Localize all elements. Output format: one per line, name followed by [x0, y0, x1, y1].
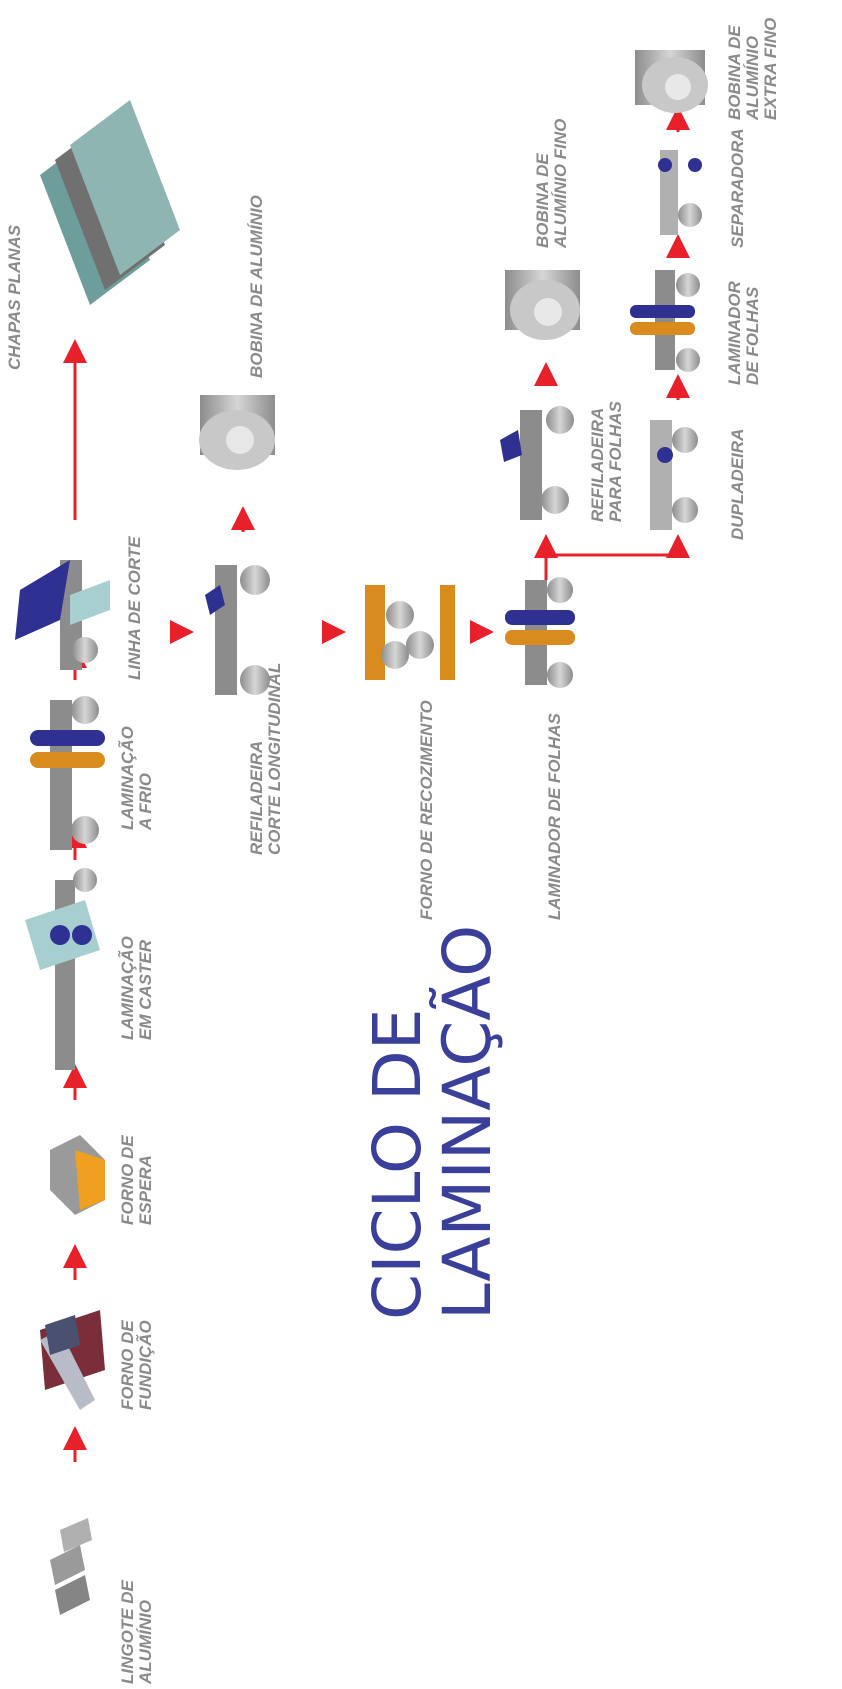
ingot-stack-icon [50, 1518, 92, 1615]
svg-text:BOBINA DE: BOBINA DE [533, 153, 552, 248]
label-chapas: CHAPAS PLANAS [5, 224, 24, 370]
svg-text:ALUMÍNIO: ALUMÍNIO [743, 36, 762, 121]
svg-text:ESPERA: ESPERA [136, 1155, 155, 1225]
svg-text:EM CASTER: EM CASTER [136, 939, 155, 1040]
label-lam-caster: LAMINAÇÃO EM CASTER [117, 936, 155, 1040]
svg-text:EXTRA FINO: EXTRA FINO [761, 18, 780, 120]
slitter-icon [205, 565, 270, 695]
svg-text:LAMINAÇÃO: LAMINAÇÃO [117, 936, 137, 1040]
cold-rolling-mill-icon [30, 696, 105, 850]
svg-text:SEPARADORA: SEPARADORA [728, 128, 747, 248]
svg-text:LINGOTE DE: LINGOTE DE [118, 1579, 137, 1684]
svg-text:BOBINA DE: BOBINA DE [725, 25, 744, 120]
label-lingote: LINGOTE DE ALUMÍNIO [118, 1579, 155, 1685]
title-line-1: CICLO DE [359, 1008, 436, 1320]
svg-text:FORNO DE: FORNO DE [118, 1135, 137, 1225]
aluminum-coil-icon [199, 395, 275, 470]
label-laminador-folhas-2: LAMINADOR DE FOLHAS [725, 280, 762, 385]
label-bobina: BOBINA DE ALUMÍNIO [247, 195, 266, 378]
svg-text:REFILADEIRA: REFILADEIRA [247, 741, 266, 855]
svg-text:FORNO DE RECOZIMENTO: FORNO DE RECOZIMENTO [417, 700, 436, 920]
separator-icon [658, 150, 702, 235]
melting-furnace-icon [40, 1310, 105, 1410]
label-refiladeira-folhas: REFILADEIRA PARA FOLHAS [588, 400, 625, 522]
svg-text:FUNDIÇÃO: FUNDIÇÃO [135, 1320, 155, 1410]
label-bobina-extra: BOBINA DE ALUMÍNIO EXTRA FINO [725, 18, 780, 121]
flat-sheets-icon [40, 100, 180, 305]
svg-text:LAMINADOR: LAMINADOR [725, 280, 744, 385]
diagram-title: CICLO DE LAMINAÇÃO [359, 925, 506, 1320]
label-refiladeira: REFILADEIRA CORTE LONGITUDINAL [247, 663, 284, 855]
doubler-icon [650, 420, 698, 530]
foil-rolling-mill-2-icon [630, 270, 700, 372]
svg-text:LAMINADOR DE FOLHAS: LAMINADOR DE FOLHAS [545, 713, 564, 920]
arrow-branch [544, 534, 690, 580]
label-dupladeira: DUPLADEIRA [728, 429, 747, 540]
foil-rolling-mill-icon [505, 577, 575, 688]
caster-mill-icon [25, 868, 100, 1070]
label-forno-recozimento: FORNO DE RECOZIMENTO [417, 700, 436, 920]
svg-text:ALUMÍNIO FINO: ALUMÍNIO FINO [551, 119, 570, 249]
annealing-furnace-icon [365, 585, 455, 680]
svg-text:CORTE LONGITUDINAL: CORTE LONGITUDINAL [265, 663, 284, 855]
svg-text:PARA FOLHAS: PARA FOLHAS [606, 400, 625, 522]
svg-text:DUPLADEIRA: DUPLADEIRA [728, 429, 747, 540]
svg-text:FORNO DE: FORNO DE [118, 1320, 137, 1410]
svg-text:REFILADEIRA: REFILADEIRA [588, 408, 607, 522]
svg-text:A FRIO: A FRIO [136, 773, 155, 831]
foil-slitter-icon [500, 406, 574, 520]
label-lam-frio: LAMINAÇÃO A FRIO [117, 726, 155, 831]
holding-furnace-icon [50, 1135, 105, 1215]
title-line-2: LAMINAÇÃO [429, 925, 506, 1320]
svg-text:LINHA DE CORTE: LINHA DE CORTE [125, 536, 144, 680]
thin-foil-coil-icon [505, 270, 580, 340]
label-forno-fundicao: FORNO DE FUNDIÇÃO [118, 1320, 155, 1410]
cutting-line-icon [15, 560, 110, 670]
svg-text:BOBINA DE ALUMÍNIO: BOBINA DE ALUMÍNIO [247, 195, 266, 378]
svg-text:LAMINAÇÃO: LAMINAÇÃO [117, 726, 137, 830]
label-separadora: SEPARADORA [728, 128, 747, 248]
svg-text:CHAPAS PLANAS: CHAPAS PLANAS [5, 224, 24, 370]
extra-thin-foil-coil-icon [635, 50, 708, 113]
svg-text:DE FOLHAS: DE FOLHAS [743, 286, 762, 385]
label-forno-espera: FORNO DE ESPERA [118, 1135, 155, 1225]
label-linha-corte: LINHA DE CORTE [125, 536, 144, 680]
label-laminador-folhas: LAMINADOR DE FOLHAS [545, 713, 564, 920]
label-bobina-fino: BOBINA DE ALUMÍNIO FINO [533, 119, 570, 249]
svg-text:ALUMÍNIO: ALUMÍNIO [136, 1600, 155, 1684]
